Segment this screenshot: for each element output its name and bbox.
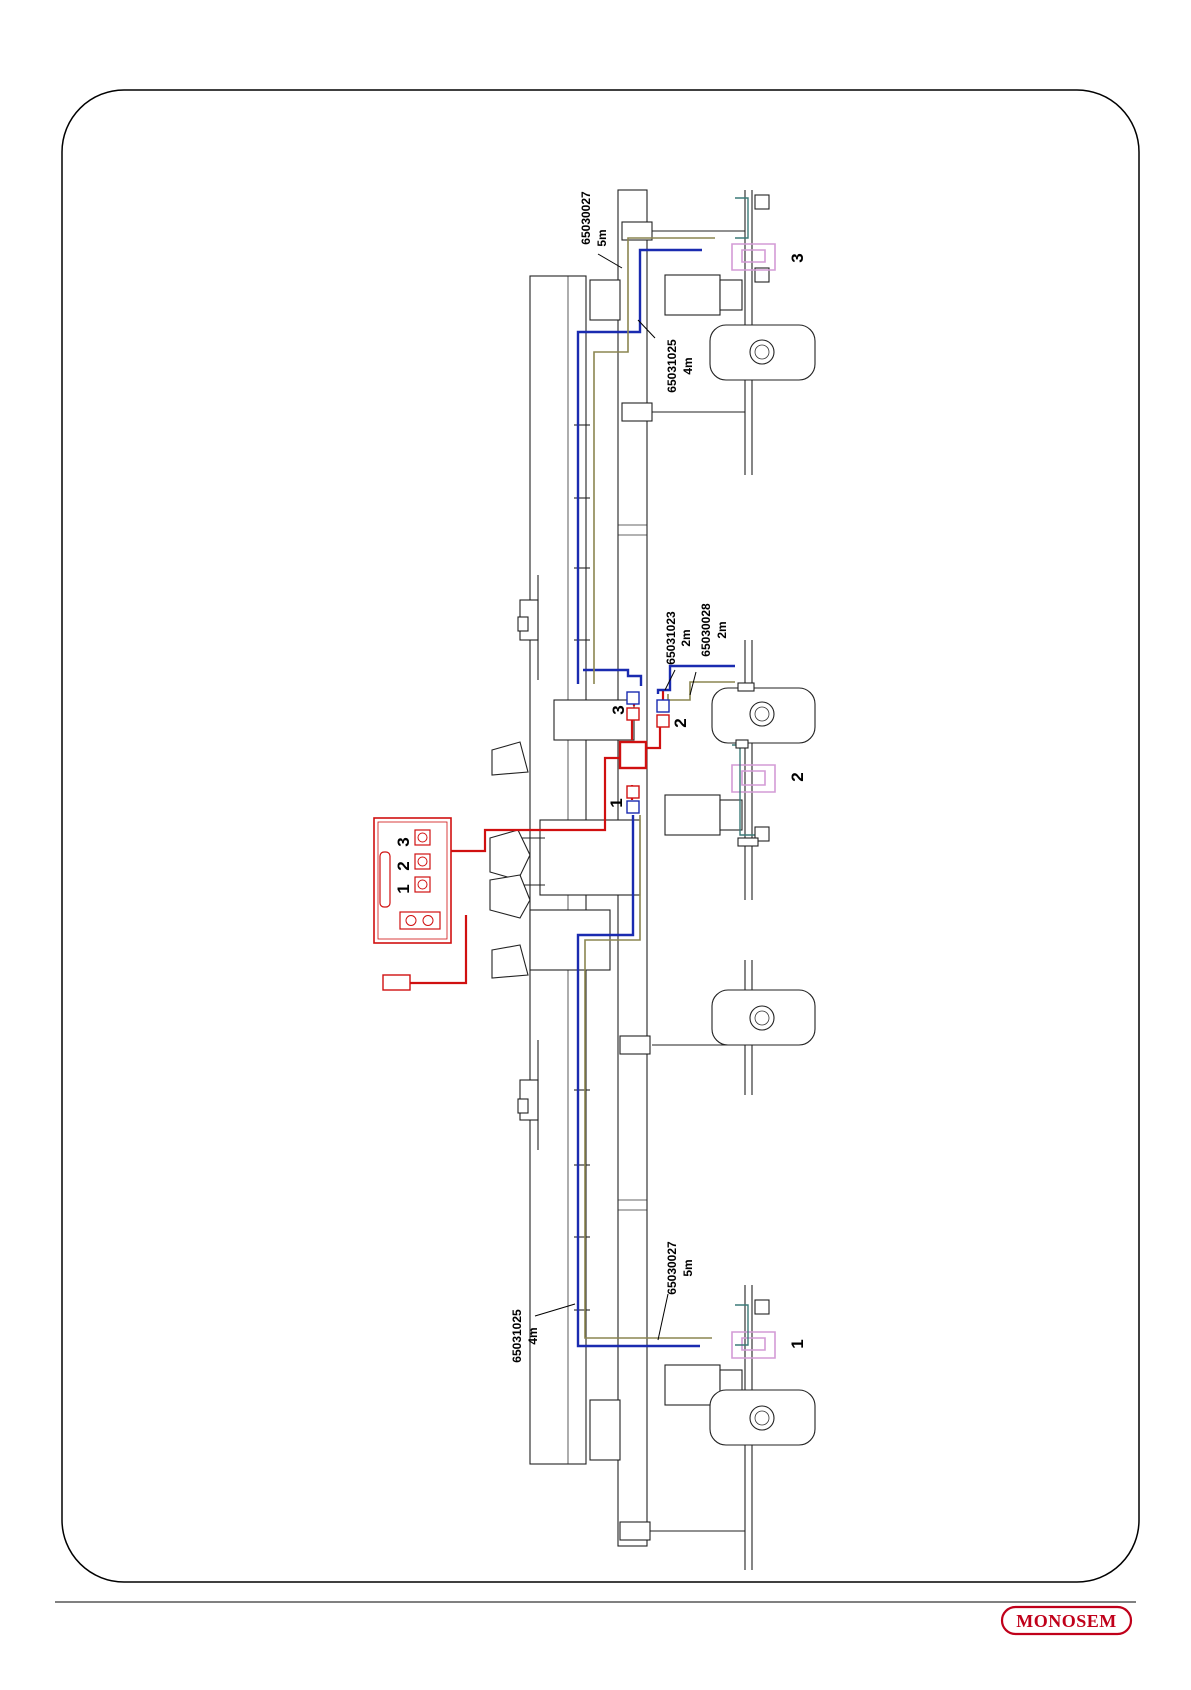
cable-label-top-sensor-length: 4m [681,357,695,374]
row-marker-3: 3 [788,253,807,262]
extension-cables [585,238,735,1338]
row-unit-wheel [620,960,815,1095]
splitter-box [620,742,646,768]
cable-label-bottom-sensor-part: 65031025 [510,1309,524,1363]
row-unit-2 [665,640,815,900]
cable-label-bottom-ext-part: 65030027 [665,1241,679,1295]
cable-label-bottom-ext-length: 5m [681,1259,695,1276]
box-label-3: 3 [394,837,413,846]
battery-plug [383,975,410,990]
monosem-logo: MONOSEM [1002,1607,1131,1634]
cable-label-mid-ext-part: 65030028 [699,603,713,657]
row-unit-1 [620,1285,815,1570]
cable-label-mid-sensor-length: 2m [679,629,693,646]
cable-label-top-ext-part: 65030027 [579,191,593,245]
cable-label-mid-sensor-part: 65031023 [664,611,678,665]
connector-label-1: 1 [607,798,626,807]
connector-label-2: 2 [671,718,690,727]
box-label-2: 2 [394,861,413,870]
cable-label-bottom-sensor-length: 4m [526,1327,540,1344]
row-unit-3 [622,190,815,475]
cable-label-mid-ext-length: 2m [715,621,729,638]
junction-block [620,742,646,768]
cable-label-top-sensor-part: 65031025 [665,339,679,393]
cable-label-top-ext-length: 5m [595,229,609,246]
box-label-1: 1 [394,884,413,893]
row-marker-2: 2 [788,772,807,781]
logo-text: MONOSEM [1016,1611,1117,1631]
control-box: 3 2 1 [374,818,451,943]
row-marker-1: 1 [788,1339,807,1348]
connector-label-3: 3 [609,705,628,714]
